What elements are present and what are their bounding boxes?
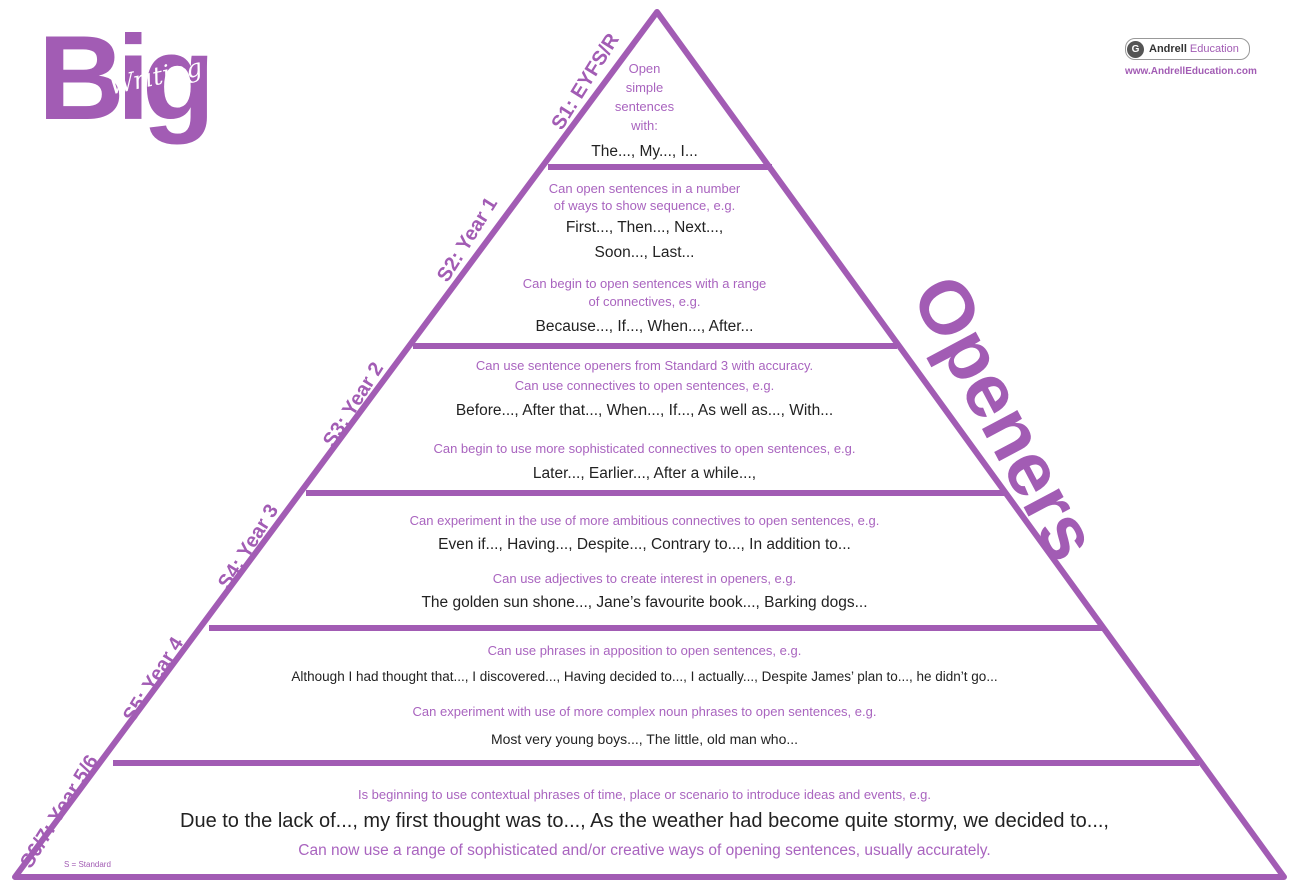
s2-examples-2: Soon..., Last... xyxy=(594,244,695,261)
s1-intro-line-2: simple xyxy=(625,80,664,95)
s3-line-2: Can use connectives to open sentences, e… xyxy=(514,378,775,393)
s4-examples-2: The golden sun shone..., Jane’s favourit… xyxy=(421,594,868,611)
s2-line-2: of ways to show sequence, e.g. xyxy=(553,198,736,213)
s6-7-line-2: Can now use a range of sophisticated and… xyxy=(298,842,991,859)
s3-examples-1: Before..., After that..., When..., If...… xyxy=(455,402,834,419)
s2-line-3: Can begin to open sentences with a range xyxy=(522,276,767,291)
s4-line-2: Can use adjectives to create interest in… xyxy=(492,571,797,586)
s2-examples-3: Because..., If..., When..., After... xyxy=(535,318,754,335)
andrell-logo-icon: G xyxy=(1127,40,1144,58)
s5-examples-2: Most very young boys..., The little, old… xyxy=(490,731,799,747)
s5-examples-1: Although I had thought that..., I discov… xyxy=(291,669,998,684)
s1-intro-line-3: sentences xyxy=(614,99,675,114)
logo-big-text: Big xyxy=(38,11,215,145)
s3-examples-2: Later..., Earlier..., After a while..., xyxy=(532,465,757,482)
standard-legend: S = Standard xyxy=(64,860,111,869)
s6-7-examples: Due to the lack of..., my first thought … xyxy=(180,810,1109,832)
s2-line-1: Can open sentences in a number xyxy=(548,181,741,196)
s1-examples: The..., My..., I... xyxy=(591,143,698,160)
s6-7-line-1: Is beginning to use contextual phrases o… xyxy=(357,787,932,802)
s2-line-4: of connectives, e.g. xyxy=(588,294,701,309)
s1-intro-line-1: Open xyxy=(628,61,661,76)
pyramid-outline xyxy=(12,9,1287,880)
andrell-education-badge: G Andrell Education xyxy=(1125,38,1250,60)
brand-url: www.AndrellEducation.com xyxy=(1125,66,1257,77)
s2-examples-1: First..., Then..., Next..., xyxy=(565,219,724,236)
brand-name: Andrell xyxy=(1149,43,1187,55)
s1-intro-line-4: with: xyxy=(631,118,658,133)
s3-line-1: Can use sentence openers from Standard 3… xyxy=(475,358,814,373)
s5-line-1: Can use phrases in apposition to open se… xyxy=(487,643,802,658)
brand-education: Education xyxy=(1189,43,1239,55)
s3-line-3: Can begin to use more sophisticated conn… xyxy=(433,441,856,456)
s4-line-1: Can experiment in the use of more ambiti… xyxy=(409,513,880,528)
s4-examples-1: Even if..., Having..., Despite..., Contr… xyxy=(438,536,851,553)
s5-line-2: Can experiment with use of more complex … xyxy=(412,704,877,719)
